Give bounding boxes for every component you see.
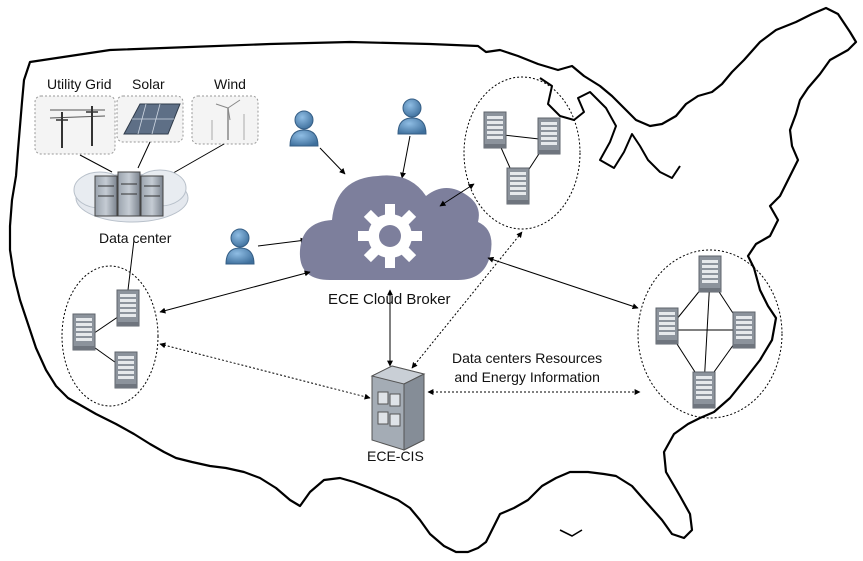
wind-label: Wind — [214, 76, 246, 92]
user1-arrow — [319, 147, 346, 175]
florida-keys-outline — [559, 529, 583, 537]
user3-arrow — [257, 237, 307, 247]
user-icon-3 — [225, 228, 255, 265]
utility-link — [79, 154, 113, 173]
solar-label: Solar — [132, 76, 165, 92]
great-lakes-outline — [539, 77, 681, 179]
data-center-icon — [73, 169, 189, 223]
info-label-line1: Data centers Resources — [452, 350, 603, 366]
broker-label: ECE Cloud Broker — [328, 291, 451, 308]
user-icon-1 — [289, 110, 319, 147]
broker-north-arrow — [439, 183, 475, 207]
utility-grid-label: Utility Grid — [47, 76, 112, 92]
wind-link — [167, 143, 225, 177]
broker-west-arrow — [159, 270, 311, 314]
cis-west-dotted-arrow — [159, 342, 371, 400]
broker-east-arrow — [487, 256, 639, 310]
data-center-label: Data center — [99, 230, 172, 246]
cis-north-dotted-arrow — [411, 231, 523, 369]
wind-turbine-image — [191, 95, 259, 145]
dc-to-cluster-link — [127, 239, 135, 291]
cis-label: ECE-CIS — [367, 448, 424, 464]
info-label-line2: and Energy Information — [454, 369, 600, 385]
user2-arrow — [400, 135, 411, 179]
cluster-west — [61, 265, 159, 407]
cluster-north — [463, 76, 581, 230]
solar-panel-image — [116, 95, 184, 143]
user-icon-2 — [397, 98, 427, 135]
us-map-outline — [8, 6, 858, 554]
utility-grid-image — [34, 95, 116, 155]
ece-cis-icon — [370, 365, 426, 451]
cluster-east — [637, 249, 783, 419]
solar-link — [137, 141, 151, 169]
info-label: Data centers Resources and Energy Inform… — [452, 349, 602, 387]
